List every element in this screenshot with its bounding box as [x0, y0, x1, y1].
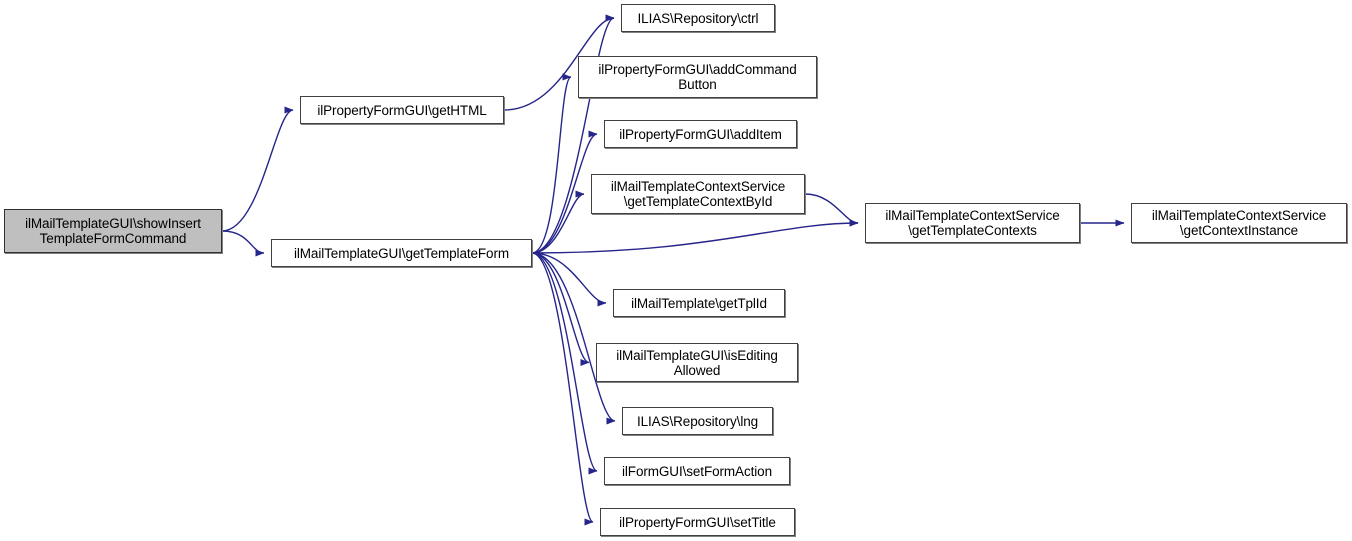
- graph-edge-get-template-form-to-get-template-contexts: [531, 219, 859, 254]
- graph-edge-get-template-form-to-set-title: [531, 252, 594, 526]
- graph-edge-get-template-form-to-get-template-context-by-id: [531, 190, 585, 254]
- graph-node-get-template-contexts[interactable]: ilMailTemplateContextService \getTemplat…: [865, 203, 1080, 243]
- graph-node-add-item[interactable]: ilPropertyFormGUI\addItem: [604, 120, 797, 148]
- graph-edge-get-template-form-to-is-editing-allowed: [531, 252, 590, 366]
- graph-node-get-tpl-id[interactable]: ilMailTemplate\getTplId: [613, 289, 785, 317]
- graph-node-set-form-action[interactable]: ilFormGUI\setFormAction: [604, 457, 790, 485]
- graph-node-get-html[interactable]: ilPropertyFormGUI\getHTML: [300, 96, 504, 124]
- graph-edge-get-template-form-to-add-command-button: [531, 73, 572, 254]
- graph-node-get-template-context-by-id[interactable]: ilMailTemplateContextService \getTemplat…: [591, 174, 805, 214]
- graph-node-is-editing-allowed[interactable]: ilMailTemplateGUI\isEditing Allowed: [596, 343, 798, 382]
- graph-edge-get-template-form-to-add-item: [531, 130, 598, 254]
- graph-edge-show-insert-template-form-command-to-get-template-form: [221, 230, 265, 257]
- graph-node-show-insert-template-form-command[interactable]: ilMailTemplateGUI\showInsert TemplateFor…: [4, 209, 222, 253]
- graph-edge-get-template-form-to-set-form-action: [531, 252, 598, 475]
- graph-node-add-command-button[interactable]: ilPropertyFormGUI\addCommand Button: [578, 56, 817, 98]
- graph-edge-get-template-form-to-ilias-repository-lng: [531, 252, 616, 425]
- graph-edge-get-template-form-to-get-tpl-id: [531, 252, 607, 307]
- graph-node-set-title[interactable]: ilPropertyFormGUI\setTitle: [600, 508, 795, 536]
- graph-node-get-context-instance[interactable]: ilMailTemplateContextService \getContext…: [1131, 203, 1347, 243]
- graph-edge-get-template-form-to-ilias-repository-ctrl: [531, 14, 615, 254]
- graph-node-ilias-repository-ctrl[interactable]: ILIAS\Repository\ctrl: [621, 4, 775, 32]
- graph-node-ilias-repository-lng[interactable]: ILIAS\Repository\lng: [622, 407, 773, 435]
- graph-node-get-template-form[interactable]: ilMailTemplateGUI\getTemplateForm: [271, 239, 532, 267]
- graph-edge-show-insert-template-form-command-to-get-html: [221, 106, 294, 232]
- graph-edge-get-template-context-by-id-to-get-template-contexts: [804, 193, 859, 227]
